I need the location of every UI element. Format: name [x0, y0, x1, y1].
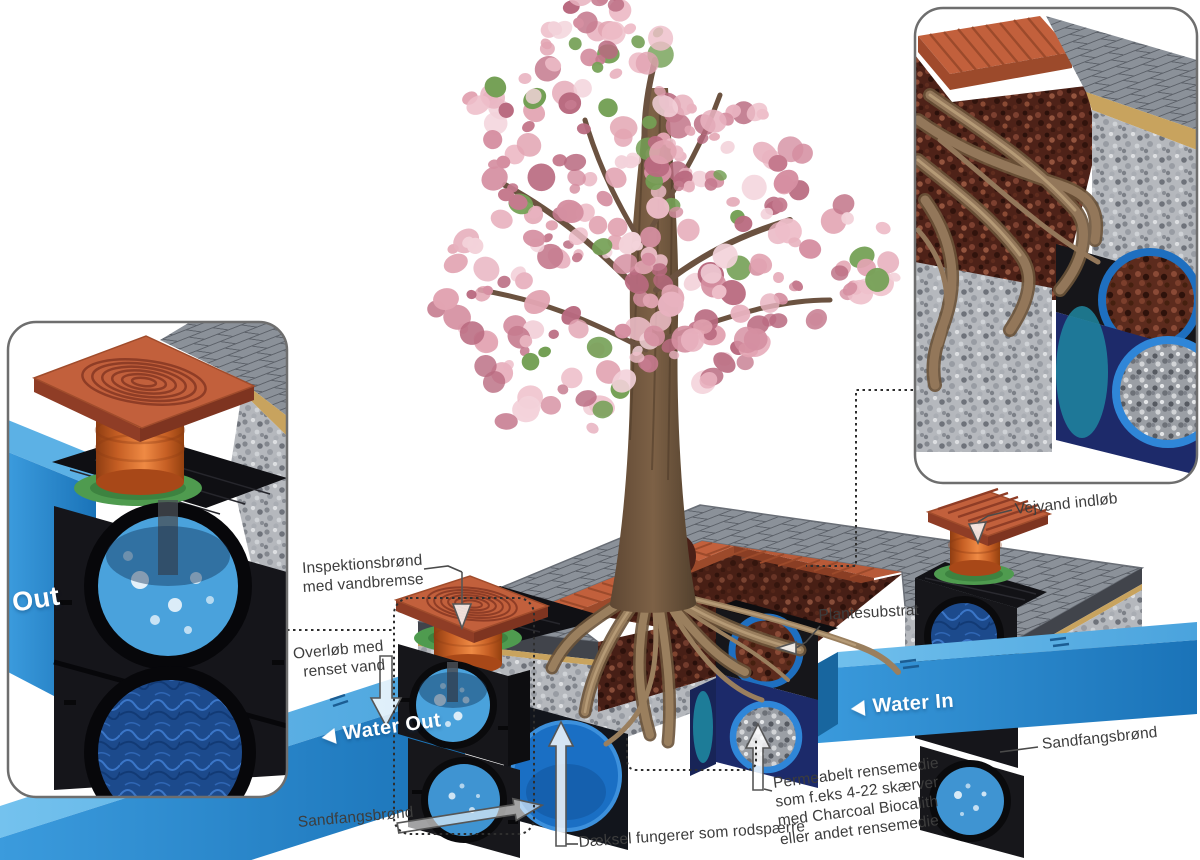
well-pipe: [447, 662, 458, 702]
inset-side-opening: [1056, 306, 1108, 438]
inset-roots: [915, 88, 1104, 392]
tree-trunk: [609, 88, 697, 613]
inset-filter-media-opening: [1112, 336, 1197, 448]
crate-side-opening: [693, 691, 713, 763]
annotation-graphics: [287, 389, 1039, 847]
media-up-arrow-icon: [744, 722, 772, 791]
inset-sand-layer: [1086, 92, 1197, 150]
sand-trap-water: [936, 767, 1004, 835]
inlet-well: [925, 487, 1053, 576]
filter-media-opening: [729, 700, 803, 774]
inset-water-opening: [98, 516, 238, 656]
detail-callout-right-connector: [806, 389, 913, 567]
detail-inset-left: [6, 320, 289, 799]
sand-trap-arrow-icon: [396, 797, 545, 834]
sand-trap-right-leader-line: [999, 746, 1039, 753]
flow-left-icon: [320, 727, 337, 746]
water-sparkles: [954, 783, 987, 816]
water-sparkles: [434, 683, 470, 727]
inlet-leader-line: [977, 509, 1013, 523]
well-cover: [393, 575, 551, 633]
inset-border: [913, 6, 1199, 485]
inset-well-pipe: [158, 500, 178, 575]
substrate-leader-line: [795, 625, 821, 649]
inset-cover-rings: [81, 358, 207, 406]
inspection-leader-line: [423, 565, 463, 573]
crate-side: [508, 670, 530, 766]
inset-water-sparkles: [123, 551, 214, 634]
flow-left-icon: [850, 699, 866, 717]
inset-crate-hinges: [60, 600, 284, 705]
inset-pavers: [1046, 16, 1197, 130]
tree-canopy: [427, 0, 901, 434]
inset-gravel-layer: [230, 392, 287, 600]
media-leader-line: [763, 788, 773, 792]
inset-pavers: [160, 322, 287, 416]
root-barrier-up-arrow-icon: [547, 720, 575, 847]
water-shade: [419, 672, 487, 708]
water-opening: [416, 668, 490, 742]
grate-slats: [937, 487, 1047, 532]
substrate-left-arrow-icon: [774, 640, 797, 656]
detail-inset-right: [913, 6, 1199, 485]
inset-bench: [918, 16, 1072, 90]
crate-hinges: [400, 698, 518, 824]
tree-roots: [545, 593, 901, 749]
channel-seams: [899, 636, 1070, 670]
channel-seams: [329, 693, 349, 708]
detail-callout-left-target: [393, 597, 535, 835]
inset-gravel-column: [1092, 110, 1197, 292]
inset-inspection-well: [32, 335, 256, 495]
inset-well-cover: [32, 335, 256, 429]
crate-stack-left: [393, 575, 610, 858]
inlet-down-arrow-icon: [967, 521, 988, 546]
inspection-down-arrow-icon: [451, 572, 473, 631]
inset-border: [6, 320, 289, 799]
tree: [427, 0, 901, 749]
inset-geotextile-opening: [98, 680, 242, 797]
cover-rings: [426, 586, 518, 622]
media-zone-outline: [626, 738, 757, 771]
inset-water-shade: [106, 526, 230, 586]
